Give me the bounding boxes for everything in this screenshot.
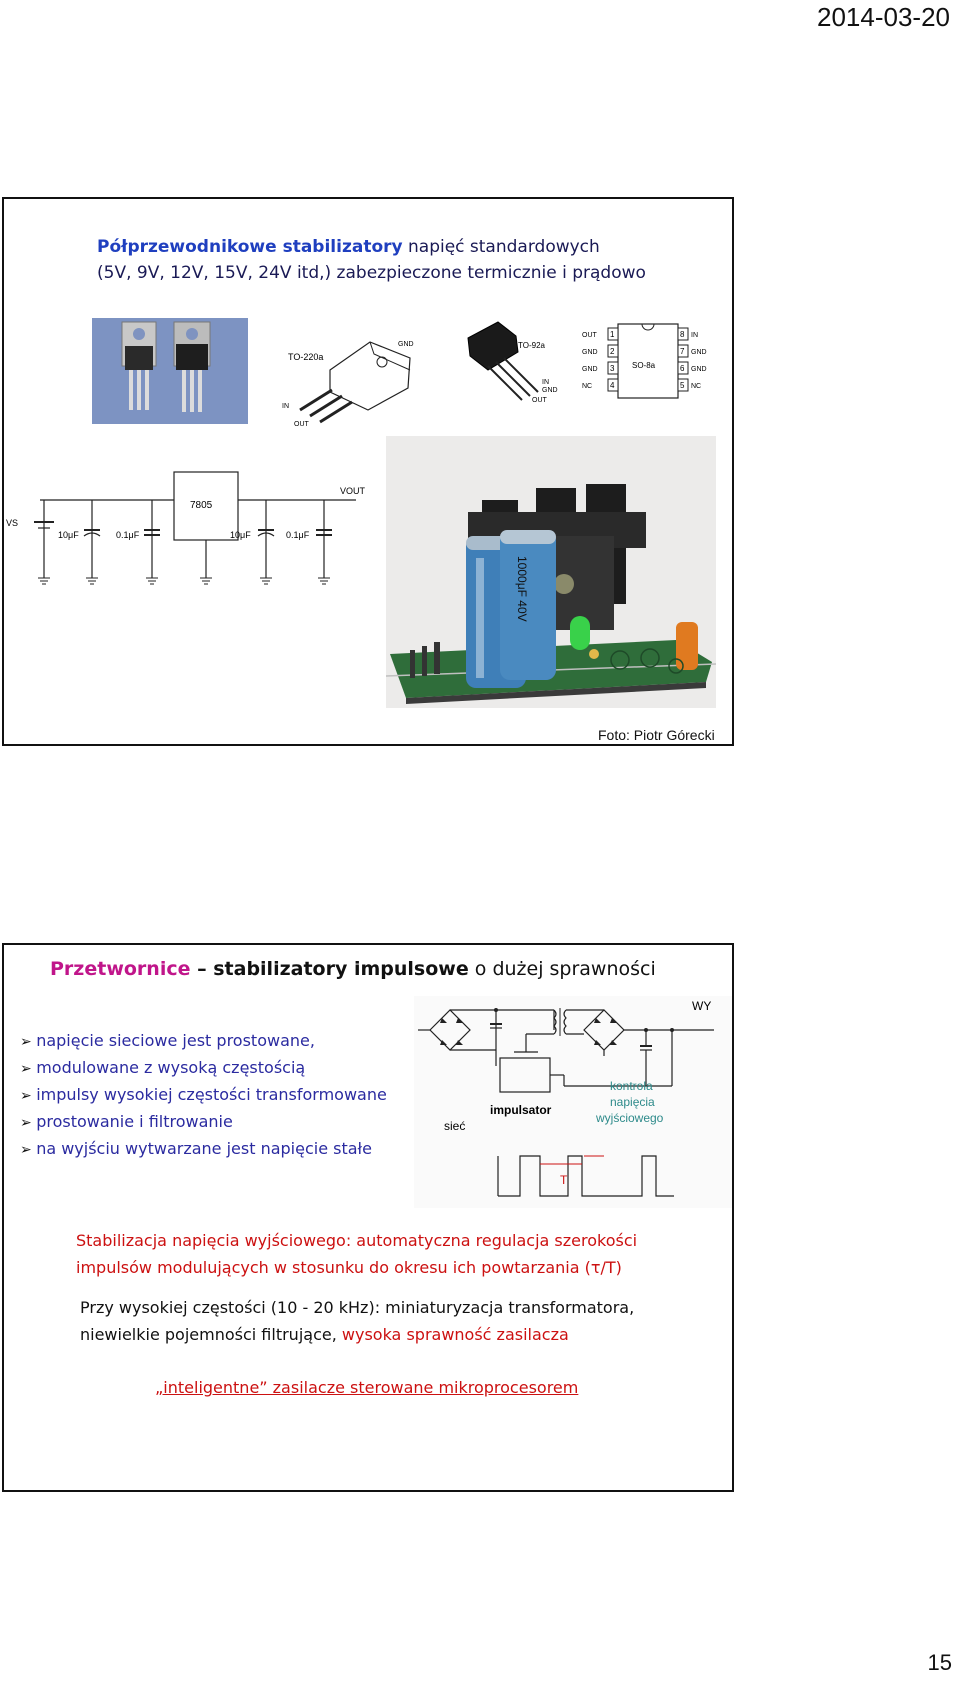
so8-pin-number: 1	[610, 330, 615, 339]
so8-pin-number: 7	[680, 347, 685, 356]
so8-pin-box	[677, 327, 689, 341]
to220-drawing: TO-220a GND IN OUT	[282, 341, 414, 428]
to92-out: OUT	[532, 397, 548, 404]
list-item: modulowane z wysoką częstością	[20, 1055, 387, 1082]
to220-in: IN	[282, 403, 289, 410]
list-item: impulsy wysokiej częstości transformowan…	[20, 1082, 387, 1109]
to92-gnd: GND	[542, 387, 558, 394]
so8-pin-label: OUT	[582, 332, 598, 339]
so8-pin-label: GND	[691, 366, 707, 373]
so8-pin-box	[607, 344, 619, 358]
slide2-title-d: o dużej sprawności	[468, 958, 656, 980]
so8-pin-box	[607, 378, 619, 392]
diagram-kontrola3: wyjściowego	[595, 1111, 664, 1125]
so8-pin-label: NC	[582, 383, 592, 390]
pcb-photo: 1000μF 40V	[386, 436, 716, 708]
so8-pin-box	[607, 327, 619, 341]
list-item: napięcie sieciowe jest prostowane,	[20, 1028, 387, 1055]
stabilization-paragraph: Stabilizacja napięcia wyjściowego: autom…	[76, 1227, 716, 1281]
vout-label: VOUT	[340, 486, 366, 496]
slide2-title-b: –	[190, 958, 214, 980]
so8-pin-number: 6	[680, 364, 685, 373]
so8-pin-number: 8	[680, 330, 685, 339]
cap-text: 1000μF 40V	[515, 556, 529, 622]
so8-pin-box	[677, 361, 689, 375]
slide2-title: Przetwornice – stabilizatory impulsowe o…	[50, 958, 656, 980]
c2-label: 0.1μF	[116, 530, 140, 540]
so8-pin-box	[607, 361, 619, 375]
diagram-kontrola1: kontrola	[610, 1079, 653, 1093]
diagram-siec: sieć	[444, 1119, 465, 1133]
so8-pin-number: 5	[680, 381, 685, 390]
stabilization-line1: Stabilizacja napięcia wyjściowego: autom…	[76, 1231, 638, 1250]
so8-pin-label: GND	[691, 349, 707, 356]
c1-label: 10μF	[58, 530, 79, 540]
regulator-photo	[92, 318, 248, 424]
so8-pin-number: 4	[610, 381, 615, 390]
converter-diagram: WY sieć impulsator kontrola napięcia wyj…	[414, 996, 732, 1208]
c4-label: 0.1μF	[286, 530, 310, 540]
page-number: 15	[927, 1650, 952, 1675]
page-date: 2014-03-20	[817, 2, 950, 32]
photo-credit: Foto: Piotr Górecki	[598, 727, 715, 743]
to92-drawing: TO-92a IN GND OUT	[467, 321, 558, 404]
slide1-title-bold: Półprzewodnikowe stabilizatory	[97, 237, 403, 257]
frequency-line2b: wysoka sprawność zasilacza	[341, 1325, 569, 1344]
vs-label: VS	[6, 518, 18, 528]
bullet-list: napięcie sieciowe jest prostowane, modul…	[20, 1028, 387, 1163]
to220-gnd: GND	[398, 341, 414, 348]
frequency-line1: Przy wysokiej częstości (10 - 20 kHz): m…	[80, 1298, 635, 1317]
list-item: prostowanie i filtrowanie	[20, 1109, 387, 1136]
slide1-title: Półprzewodnikowe stabilizatory napięć st…	[97, 234, 646, 286]
slide2-title-c: stabilizatory impulsowe	[213, 958, 469, 980]
stabilization-line2: impulsów modulujących w stosunku do okre…	[76, 1258, 622, 1277]
to220-out: OUT	[294, 421, 310, 428]
to92-in: IN	[542, 379, 549, 386]
so8-pin-label: GND	[582, 349, 598, 356]
so8-pin-box	[677, 378, 689, 392]
so8-pin-number: 2	[610, 347, 615, 356]
list-item: na wyjściu wytwarzane jest napięcie stał…	[20, 1136, 387, 1163]
diagram-impulsator: impulsator	[490, 1103, 552, 1117]
so8-label: SO-8a	[632, 361, 656, 370]
frequency-paragraph: Przy wysokiej częstości (10 - 20 kHz): m…	[80, 1294, 720, 1348]
smart-psu-link[interactable]: „inteligentne” zasilacze sterowane mikro…	[155, 1378, 579, 1397]
diagram-T: T	[560, 1173, 568, 1187]
so8-pin-label: IN	[691, 332, 698, 339]
c3-label: 10μF	[230, 530, 251, 540]
slide1-title-rest: napięć standardowych	[402, 237, 600, 257]
so8-pin-number: 3	[610, 364, 615, 373]
to220-label: TO-220a	[288, 352, 323, 362]
so8-pin-label: NC	[691, 383, 701, 390]
so8-pin-label: GND	[582, 366, 598, 373]
slide2-title-a: Przetwornice	[50, 958, 191, 980]
regulator-schematic: 7805 VS VOUT 10μF 0.1μF 10μF 0.1μF	[6, 471, 366, 585]
ic-label: 7805	[190, 500, 213, 511]
diagram-wy: WY	[692, 999, 711, 1013]
frequency-line2a: niewielkie pojemności filtrujące,	[80, 1325, 342, 1344]
to92-label: TO-92a	[518, 341, 546, 350]
diagram-kontrola2: napięcia	[610, 1095, 655, 1109]
slide1-subtitle: (5V, 9V, 12V, 15V, 24V itd,) zabezpieczo…	[97, 263, 646, 283]
so8-pin-box	[677, 344, 689, 358]
